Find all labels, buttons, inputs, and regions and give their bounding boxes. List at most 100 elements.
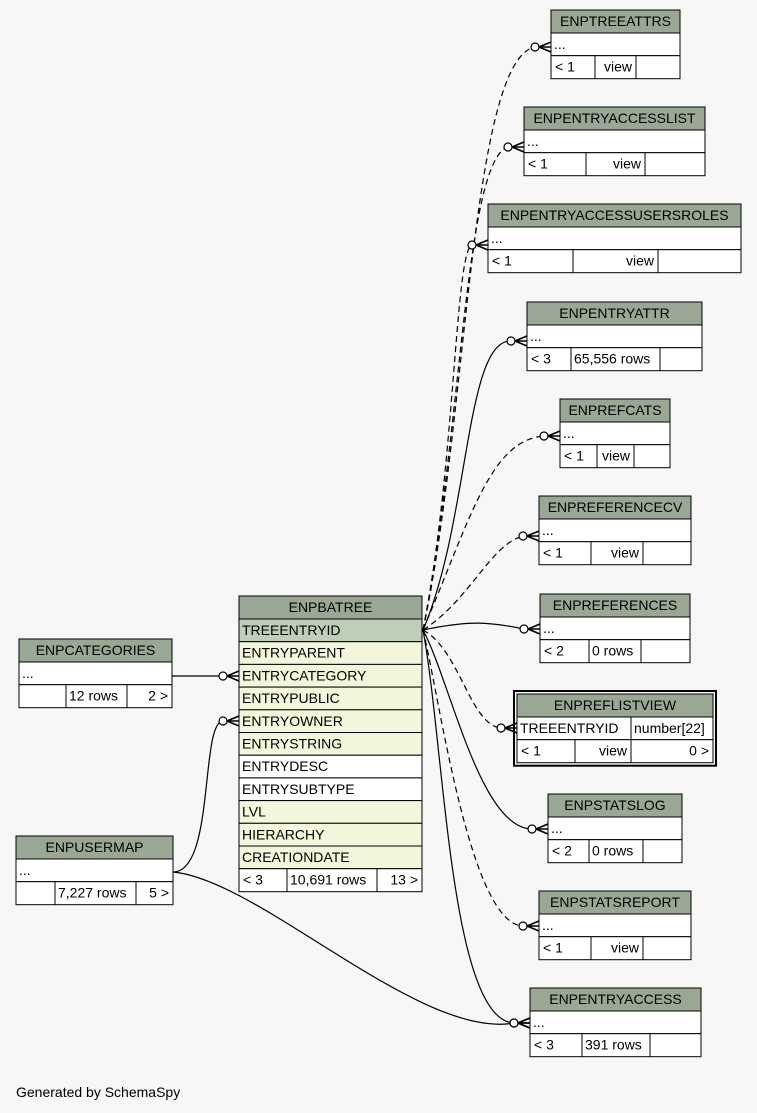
footer-row-count: view [611,545,640,561]
column-name: ENTRYSTRING [242,736,342,752]
table-footer [516,739,714,764]
table-enpbatree[interactable]: ENPBATREETREEENTRYIDENTRYPARENTENTRYCATE… [238,595,423,893]
optional-marker [527,824,537,834]
relationship-enpbatree-to-enpentryaccess [422,629,531,1029]
column-name: ENTRYPUBLIC [242,690,340,706]
footer-row-count: view [613,156,642,172]
column-name: ... [542,522,554,538]
footer-parent-count: < 1 [555,59,575,75]
column-name: TREEENTRYID [520,720,619,736]
relationship-line [422,622,525,631]
column-name: HIERARCHY [242,826,325,842]
relationship-line [422,629,502,729]
relationship-line [422,46,536,631]
footer-child-count: 5 > [149,885,169,901]
column-row [538,913,692,938]
column-name: ... [527,133,539,149]
footer-parent-count: < 3 [531,351,551,367]
crows-foot-marker [547,430,561,442]
crows-foot-marker [517,1017,531,1029]
footer-row-count: view [602,448,631,464]
table-name: ENPUSERMAP [45,839,143,855]
footer-row-count: 0 rows [592,643,633,659]
relationship-enpbatree-to-enptreeattrs [422,41,552,631]
relationship-enpbatree-to-enpstatslog [422,629,549,835]
table-footer [559,444,671,469]
optional-marker [519,624,529,634]
footer-child-count: 0 > [689,743,709,759]
table-name: ENPENTRYATTR [559,305,669,321]
table-enpentryattr[interactable]: ENPENTRYATTR... < 3 65,556 rows [526,301,703,372]
optional-marker [509,1018,519,1028]
crows-foot-marker [511,141,525,153]
optional-marker [503,142,513,152]
column-name: ... [543,620,555,636]
footer-parent-count: < 1 [521,743,541,759]
footer-row-count: 10,691 rows [290,872,366,888]
footer-row-count: view [626,253,655,269]
column-name: ... [491,230,503,246]
footer-parent-count: < 1 [543,940,563,956]
crows-foot-marker [514,335,528,347]
column-name: ... [533,1014,545,1030]
table-highlight-border [513,690,717,767]
table-footer [523,152,706,177]
footer-row-count: 65,556 rows [574,351,650,367]
footer-parent-count: < 1 [543,545,563,561]
relationship-enpbatree-to-enprefcats [422,430,561,631]
table-footer [547,839,683,864]
table-name: ENPCATEGORIES [36,642,156,658]
table-name: ENPSTATSLOG [564,797,665,813]
table-enpreferences[interactable]: ENPREFERENCES... < 2 0 rows [539,593,691,664]
table-footer [18,684,173,709]
column-row [523,129,706,154]
column-row [18,661,173,686]
footer-row-count: 0 rows [592,843,633,859]
relationship-line [422,535,524,631]
footer-parent-count: < 3 [243,872,263,888]
table-footer [550,55,681,80]
footer-row-count: 391 rows [585,1037,642,1053]
table-name: ENPENTRYACCESSLIST [533,110,696,126]
column-name: ... [563,425,575,441]
relationship-line [172,720,224,873]
optional-marker [467,240,477,250]
crows-foot-marker [226,715,240,727]
footer-row-count: view [604,59,633,75]
footer-parent-count: < 1 [564,448,584,464]
relationship-enpbatree-to-enpreferencecv [422,530,540,631]
column-name: ENTRYDESC [242,758,328,774]
crows-foot-marker [535,823,549,835]
optional-marker [518,531,528,541]
generated-by-label: Generated by SchemaSpy [16,1084,181,1100]
relationship-line [422,629,515,1024]
relationship-line [422,244,473,631]
table-name: ENPENTRYACCESS [549,991,682,1007]
column-name: ... [530,328,542,344]
relationship-line [422,629,524,927]
footer-parent-count: < 2 [544,643,564,659]
table-name: ENPBATREE [289,599,373,615]
relationship-enpbatree-to-enpentryaccessusersroles [422,239,489,631]
relationship-line [422,340,512,631]
crows-foot-marker [226,670,240,682]
table-name: ENPREFERENCES [553,597,677,613]
column-row [538,518,692,543]
optional-marker [506,336,516,346]
optional-marker [539,431,549,441]
crows-foot-marker [538,41,552,53]
table-footer [538,936,692,961]
